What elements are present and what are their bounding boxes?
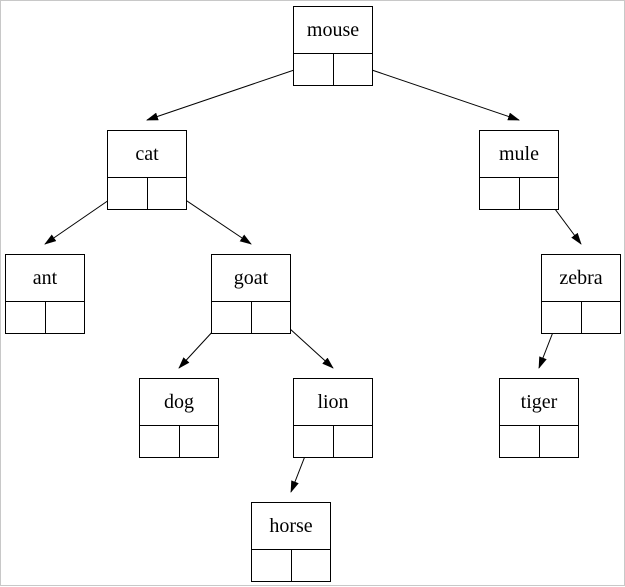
right-pointer-cell bbox=[334, 426, 373, 458]
node-mule: mule bbox=[479, 130, 559, 210]
node-label: goat bbox=[212, 255, 290, 302]
node-horse: horse bbox=[251, 502, 331, 582]
node-label: cat bbox=[108, 131, 186, 178]
node-label: zebra bbox=[542, 255, 620, 302]
right-pointer-cell bbox=[582, 302, 621, 334]
node-lion: lion bbox=[293, 378, 373, 458]
right-pointer-cell bbox=[540, 426, 579, 458]
right-pointer-cell bbox=[520, 178, 559, 210]
left-pointer-cell bbox=[294, 54, 334, 86]
left-pointer-cell bbox=[294, 426, 334, 458]
node-label: tiger bbox=[500, 379, 578, 426]
right-pointer-cell bbox=[180, 426, 219, 458]
node-mouse: mouse bbox=[293, 6, 373, 86]
right-pointer-cell bbox=[46, 302, 85, 334]
right-pointer-cell bbox=[292, 550, 331, 582]
left-pointer-cell bbox=[212, 302, 252, 334]
node-ant: ant bbox=[5, 254, 85, 334]
node-label: ant bbox=[6, 255, 84, 302]
left-pointer-cell bbox=[542, 302, 582, 334]
node-label: mouse bbox=[294, 7, 372, 54]
node-label: lion bbox=[294, 379, 372, 426]
right-pointer-cell bbox=[334, 54, 373, 86]
edge-mouse-to-mule bbox=[352, 63, 520, 121]
right-pointer-cell bbox=[148, 178, 187, 210]
node-label: horse bbox=[252, 503, 330, 550]
node-goat: goat bbox=[211, 254, 291, 334]
left-pointer-cell bbox=[480, 178, 520, 210]
node-label: mule bbox=[480, 131, 558, 178]
left-pointer-cell bbox=[108, 178, 148, 210]
edge-mouse-to-cat bbox=[146, 63, 314, 121]
left-pointer-cell bbox=[500, 426, 540, 458]
node-label: dog bbox=[140, 379, 218, 426]
left-pointer-cell bbox=[6, 302, 46, 334]
node-cat: cat bbox=[107, 130, 187, 210]
left-pointer-cell bbox=[252, 550, 292, 582]
right-pointer-cell bbox=[252, 302, 291, 334]
node-dog: dog bbox=[139, 378, 219, 458]
node-zebra: zebra bbox=[541, 254, 621, 334]
left-pointer-cell bbox=[140, 426, 180, 458]
node-tiger: tiger bbox=[499, 378, 579, 458]
